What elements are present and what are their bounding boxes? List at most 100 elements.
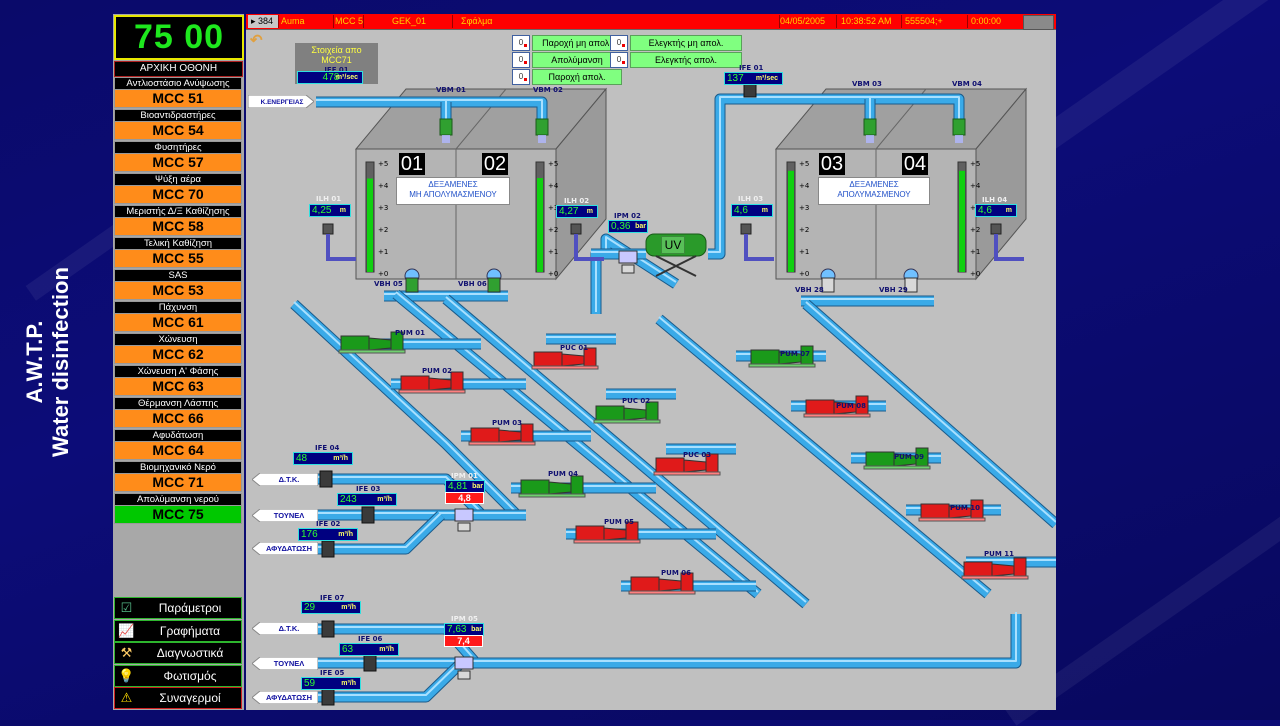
unit-text: m³/h xyxy=(341,680,356,687)
legend-treated-flow[interactable]: Παροχή απολ. xyxy=(532,69,622,85)
nav-button-checklist[interactable]: ☑Παράμετροι xyxy=(114,597,242,619)
tank-group-b-label: ΔΕΞΑΜΕΝΕΣ ΑΠΟΛΥΜΑΣΜΕΝΟΥ xyxy=(818,177,930,205)
vbm02-tag: VBM 02 xyxy=(533,86,563,94)
destination-dtk-lower[interactable]: Δ.Τ.Κ. xyxy=(252,622,318,635)
nav-button-tools[interactable]: ⚒Διαγνωστικά xyxy=(114,642,242,664)
flow-meter-2 xyxy=(361,506,375,524)
legend-icon[interactable]: 0 xyxy=(512,52,530,68)
mcc-item-code[interactable]: MCC 61 xyxy=(114,314,242,332)
unit-text: m³/h xyxy=(333,455,348,462)
value-text: 4,25 xyxy=(312,205,332,216)
nav-button-label: Παράμετροι xyxy=(158,601,222,615)
mcc-item-code[interactable]: MCC 51 xyxy=(114,90,242,108)
ipm05-setpoint[interactable]: 7,4 xyxy=(444,635,483,647)
vbh06-tag: VBH 06 xyxy=(458,280,487,288)
alarm-device: GEK_01 xyxy=(362,15,453,28)
unit-text: m³/sec xyxy=(755,75,778,82)
mcc-item-label: Φυσητήρες xyxy=(114,141,242,154)
tank-02-level-gauge-scale-label: +2 xyxy=(548,226,558,234)
alarm-count[interactable]: ▸ 384 xyxy=(248,15,279,28)
puc01-motor xyxy=(533,351,563,367)
pum01-base xyxy=(338,349,406,354)
legend-icon[interactable]: 0 xyxy=(610,52,628,68)
pum09-base xyxy=(863,465,931,470)
value-text: 59 xyxy=(304,678,316,689)
mcc-item-code[interactable]: MCC 71 xyxy=(114,474,242,492)
mcc-item-code[interactable]: MCC 53 xyxy=(114,282,242,300)
legend-icon[interactable]: 0 xyxy=(512,69,530,85)
nav-button-warning[interactable]: ⚠Συναγερμοί xyxy=(114,687,242,709)
pum11-coupling xyxy=(991,563,1015,577)
legend-disinfection[interactable]: Απολύμανση xyxy=(532,52,622,68)
mcc-item-code[interactable]: MCC 75 xyxy=(114,506,242,524)
back-arrow-icon[interactable]: ↶ xyxy=(250,32,263,49)
alarm-acknowledge-button[interactable] xyxy=(1023,15,1054,30)
arrow-tag-shape xyxy=(252,542,318,555)
alarm-bar[interactable]: ▸ 384 Auma MCC 5! GEK_01 Σφάλμα 04/05/20… xyxy=(246,14,1056,30)
legend-icon[interactable]: 0 xyxy=(512,35,530,51)
pum04-casing xyxy=(570,475,584,497)
mcc-item-code[interactable]: MCC 62 xyxy=(114,346,242,364)
tank-01-level-gauge-scale-label: +3 xyxy=(378,204,388,212)
value-text: 137 xyxy=(727,73,744,84)
mcc-item-code[interactable]: MCC 55 xyxy=(114,250,242,268)
mcc-item-code[interactable]: MCC 64 xyxy=(114,442,242,460)
nav-button-lightbulb[interactable]: 💡Φωτισμός xyxy=(114,664,242,687)
home-screen-button[interactable]: ΑΡΧΙΚΗ ΟΘΟΝΗ xyxy=(114,61,243,77)
mcc-item-code[interactable]: MCC 57 xyxy=(114,154,242,172)
ilh01-tag: ILH 01 xyxy=(316,195,342,203)
ife01-value[interactable]: 137 m³/sec xyxy=(724,72,783,85)
tools-icon: ⚒ xyxy=(120,645,133,660)
mcc-item-code[interactable]: MCC 58 xyxy=(114,218,242,236)
pressure-sensor-1 xyxy=(454,508,474,522)
mcc-item-code[interactable]: MCC 66 xyxy=(114,410,242,428)
vbm-valve-3 xyxy=(952,118,966,136)
ife05-value[interactable]: 59 m³/h xyxy=(301,677,361,690)
arrow-tag-shape xyxy=(252,473,318,486)
tank-01-level-gauge-scale-label: +0 xyxy=(378,270,388,278)
ipm01-setpoint[interactable]: 4,8 xyxy=(445,492,484,504)
legend-untreated-controller[interactable]: Ελεγκτής μη απολ. xyxy=(630,35,742,51)
destination-tunnel-lower[interactable]: ΤΟΥΝΕΛ xyxy=(252,657,318,670)
tank-02-level-gauge-fill xyxy=(537,178,543,272)
destination-tunnel-upper[interactable]: ΤΟΥΝΕΛ xyxy=(252,509,318,522)
pum08-motor xyxy=(805,399,835,415)
legend-treated-controller[interactable]: Ελεγκτής απολ. xyxy=(630,52,742,68)
mcc-item-code[interactable]: MCC 54 xyxy=(114,122,242,140)
legend-untreated-flow[interactable]: Παροχή μη απολ. xyxy=(532,35,622,51)
destination-dtk-upper[interactable]: Δ.Τ.Κ. xyxy=(252,473,318,486)
navigation-panel: 75 00 ΑΡΧΙΚΗ ΟΘΟΝΗ Αντλιοστάσιο Ανύψωσης… xyxy=(113,14,244,710)
ilh03-tag: ILH 03 xyxy=(738,195,764,203)
mcc-item-code[interactable]: MCC 70 xyxy=(114,186,242,204)
inlet-energy-center[interactable]: Κ.ΕΝΕΡΓΕΙΑΣ xyxy=(248,95,314,108)
destination-dewatering-upper[interactable]: ΑΦΥΔΑΤΩΣΗ xyxy=(252,542,318,555)
destination-dewatering-lower[interactable]: ΑΦΥΔΑΤΩΣΗ xyxy=(252,691,318,704)
mcc-item-code[interactable]: MCC 63 xyxy=(114,378,242,396)
nav-button-chart[interactable]: 📈Γραφήματα xyxy=(114,619,242,642)
legend-icon[interactable]: 0 xyxy=(610,35,628,51)
